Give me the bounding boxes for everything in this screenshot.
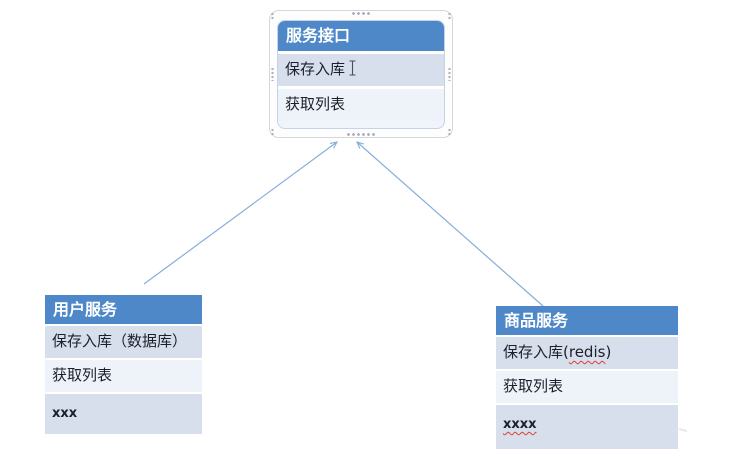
row-text: 获取列表 <box>503 377 564 395</box>
table-row: 保存入库（数据库） <box>45 324 202 358</box>
table-row: 获取列表 <box>278 86 444 121</box>
table-row: xxx <box>45 392 202 434</box>
handle-dots-top-center[interactable] <box>351 12 371 15</box>
handle-dots-top-right[interactable] <box>448 12 451 20</box>
product-service-node[interactable]: 商品服务 保存入库(redis) 获取列表 xxxx <box>496 306 678 449</box>
handle-dots-middle-left[interactable] <box>271 67 274 81</box>
connector-product-service-to-service-interface[interactable] <box>356 141 544 307</box>
node-title-service-interface: 服务接口 <box>278 21 444 51</box>
service-interface-node[interactable]: 服务接口 保存入库获取列表 <box>277 20 445 129</box>
user-service-node[interactable]: 用户服务 保存入库（数据库） 获取列表 xxx <box>45 295 202 434</box>
connector-user-service-to-service-interface[interactable] <box>143 141 339 285</box>
handle-dots-bottom-center[interactable] <box>346 133 376 136</box>
text-cursor-icon <box>349 60 356 76</box>
node-title-user-service: 用户服务 <box>45 295 202 324</box>
handle-dots-bottom-left[interactable] <box>271 128 274 136</box>
handle-dots-middle-right[interactable] <box>448 67 451 81</box>
node-title-product-service: 商品服务 <box>496 306 678 335</box>
row-text: 获取列表 <box>285 95 346 113</box>
handle-dots-bottom-right[interactable] <box>448 128 451 136</box>
table-row: xxxx <box>496 403 678 449</box>
row-text: xxx <box>52 406 78 421</box>
row-text: 获取列表 <box>52 366 113 384</box>
table-row: 获取列表 <box>45 358 202 392</box>
table-row: 获取列表 <box>496 369 678 403</box>
table-row: 保存入库 <box>278 51 444 86</box>
row-text: 保存入库（数据库） <box>52 332 188 350</box>
selection-frame[interactable]: 服务接口 保存入库获取列表 <box>269 10 453 138</box>
misspelled-text: xxxx <box>503 417 537 432</box>
table-row: 保存入库(redis) <box>496 335 678 369</box>
handle-dots-top-left[interactable] <box>271 12 274 20</box>
row-text: 保存入库 <box>285 60 346 78</box>
row-text: ) <box>605 343 612 361</box>
misspelled-text: redis <box>568 343 606 361</box>
row-text: 保存入库( <box>503 343 569 361</box>
